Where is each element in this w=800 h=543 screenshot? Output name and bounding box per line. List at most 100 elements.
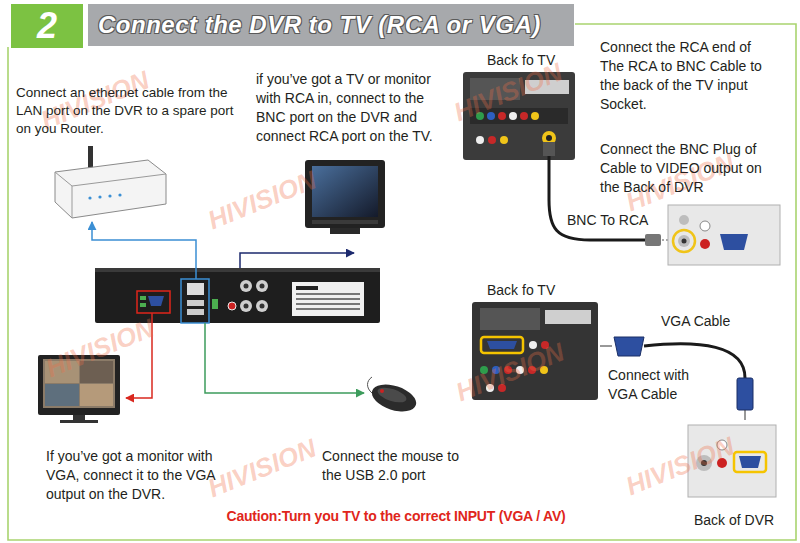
photo-caption: Back fo TV — [487, 51, 555, 70]
dvr-back-photo — [682, 239, 687, 244]
dvr-back-photo — [678, 235, 690, 247]
tv-picture — [330, 228, 360, 234]
mouse-picture — [368, 377, 420, 417]
dvr-picture — [187, 283, 204, 295]
mouse-picture — [368, 377, 373, 393]
instruction-note: if you’ve got a TV or monitor with RCA i… — [256, 70, 448, 146]
instruction-note: If you’ve got a monitor with VGA, connec… — [46, 447, 242, 504]
photo-caption: Back fo TV — [487, 281, 555, 300]
tv-back-photo — [498, 112, 506, 120]
instruction-note: Connect an ethernet cable from the LAN p… — [16, 84, 252, 138]
instruction-note: Connect the mouse to the USB 2.0 port — [322, 447, 482, 485]
dvr-back-photo — [720, 234, 748, 250]
dvr-picture — [140, 296, 146, 300]
vga-cable — [614, 337, 644, 356]
router-picture — [72, 186, 73, 218]
dvr-picture — [240, 300, 252, 312]
dvr-picture — [187, 300, 204, 306]
vga-cable — [745, 410, 746, 420]
instruction-note: Connect the RCA end of The RCA to BNC Ca… — [600, 38, 774, 114]
dvr-back-photo — [739, 456, 761, 468]
box-number: 2 — [37, 6, 57, 46]
rca-wire — [240, 253, 354, 268]
dvr-picture — [140, 303, 146, 307]
cable-label: BNC To RCA — [567, 211, 648, 230]
tv-back-photo — [500, 136, 508, 144]
dvr-picture — [187, 309, 204, 315]
cable-label: VGA Cable — [661, 312, 730, 331]
caution-note: Caution:Turn you TV to the correct INPUT… — [0, 507, 796, 526]
dvr-back-photo — [679, 215, 689, 225]
dvr-picture — [95, 268, 380, 323]
tv-back-photo — [509, 112, 517, 120]
tv-picture — [312, 220, 378, 224]
dvr-picture — [296, 286, 318, 290]
tv-picture — [312, 166, 378, 217]
dvr-picture — [256, 280, 268, 292]
mouse-picture — [380, 389, 384, 393]
dvr-picture — [292, 282, 364, 316]
tv-back-photo — [531, 112, 539, 120]
dvr-picture — [228, 302, 236, 310]
dvr-picture — [296, 298, 360, 300]
tv-back-photo — [480, 308, 540, 330]
number-box: 2 — [11, 4, 83, 48]
router-picture — [108, 194, 111, 197]
bnc-rca-cable — [543, 142, 555, 156]
dvr-picture — [260, 304, 265, 309]
dvr-picture — [137, 291, 170, 313]
monitor-picture — [80, 384, 113, 406]
monitor-picture — [73, 415, 85, 420]
router-picture — [88, 196, 91, 199]
dvr-picture — [260, 284, 265, 289]
dvr-picture — [296, 308, 360, 310]
photo-caption: Back of DVR — [694, 511, 774, 530]
vga-cable — [600, 346, 612, 347]
dvr-picture — [296, 303, 360, 305]
router-picture — [55, 146, 166, 218]
title-text: Connect the DVR to TV (RCA or VGA) — [98, 9, 541, 41]
dvr-back-photo — [700, 239, 710, 249]
usb-wire — [205, 323, 364, 393]
mouse-picture — [376, 385, 408, 406]
dvr-back-photo — [668, 205, 780, 265]
tv-back-photo — [481, 337, 523, 353]
title-band — [88, 4, 574, 46]
instruction-note: Connect the BNC Plug of Cable to VIDEO o… — [600, 140, 774, 197]
tv-back-photo — [488, 136, 496, 144]
dvr-picture — [181, 279, 209, 323]
monitor-picture — [60, 420, 98, 423]
tv-back-photo — [487, 341, 517, 349]
dvr-back-photo — [700, 221, 710, 231]
dvr-picture — [240, 280, 252, 292]
mouse-picture — [368, 379, 419, 416]
dvr-back-photo — [734, 452, 766, 472]
lan-wire — [92, 222, 196, 279]
tv-back-photo — [545, 310, 591, 324]
frame-line — [8, 24, 796, 540]
instruction-note: Connect with VGA Cable — [608, 366, 712, 404]
router-picture — [88, 146, 93, 170]
vga-cable — [737, 378, 753, 410]
tv-back-photo — [476, 136, 484, 144]
dvr-picture — [212, 299, 218, 309]
dvr-back-photo — [668, 205, 780, 265]
monitor-picture — [45, 384, 79, 406]
router-picture — [118, 193, 121, 196]
bnc-rca-cable — [645, 234, 661, 246]
router-picture — [98, 195, 101, 198]
tv-back-photo — [520, 112, 528, 120]
router-picture — [55, 172, 166, 186]
dvr-back-photo — [673, 230, 695, 252]
tv-back-photo — [546, 135, 552, 141]
dvr-picture — [95, 268, 380, 272]
dvr-picture — [148, 296, 164, 306]
router-picture — [55, 160, 166, 218]
dvr-picture — [95, 268, 380, 323]
dvr-picture — [296, 293, 360, 295]
dvr-picture — [244, 284, 249, 289]
vga-cable — [600, 337, 753, 420]
dvr-picture — [256, 300, 268, 312]
dvr-picture — [244, 304, 249, 309]
